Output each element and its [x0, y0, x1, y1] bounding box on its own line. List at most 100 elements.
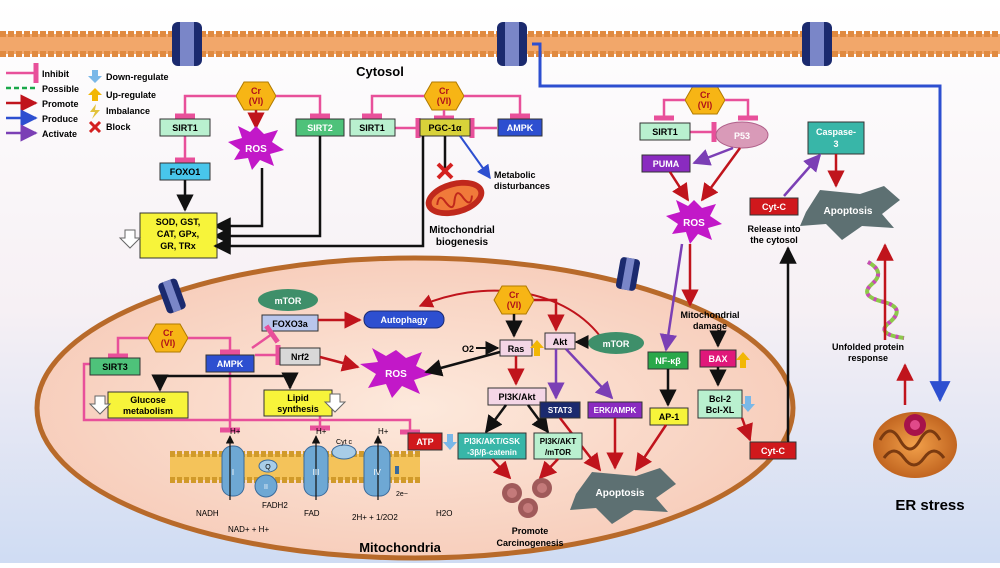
- atp-label: ATP: [416, 437, 433, 447]
- mitochondrion-icon: [425, 179, 485, 217]
- produce-arrow-er: [532, 42, 951, 403]
- complex-label: IV: [373, 468, 381, 477]
- activate-arrow: [692, 146, 734, 166]
- carcino-label: Carcinogenesis: [496, 538, 563, 548]
- release-label: Release into: [747, 224, 801, 234]
- glucose-metabolism-box: [107, 391, 189, 419]
- mito-biogenesis-label: Mitochondrial: [429, 225, 495, 236]
- erk-label: ERK/AMPK: [594, 406, 637, 415]
- black-arrows-left: [176, 136, 322, 245]
- promote-arrow: [634, 424, 668, 472]
- cr-hexagon-mid: Cr (VI): [423, 81, 465, 111]
- apoptosis-shape: [800, 186, 900, 240]
- nad-label: NAD+ + H+: [228, 525, 269, 534]
- pi3k-gsk-label: PI3K/AKT/GSK: [464, 437, 520, 446]
- foxo1-label: FOXO1: [170, 167, 201, 177]
- antioxidant-label: GR, TRx: [160, 241, 196, 251]
- sirt1-label: SIRT1: [652, 127, 678, 137]
- sirt1-box: [159, 118, 211, 137]
- electron-label: 2e−: [396, 491, 408, 498]
- up-arrow-legend-icon: [88, 88, 102, 101]
- nadh-label: NADH: [196, 509, 219, 518]
- glucose-label: Glucose: [130, 395, 166, 405]
- pi3k-gsk-box: [457, 432, 527, 460]
- autophagy-box: [363, 310, 445, 329]
- p53-label: P53: [734, 131, 750, 141]
- ros-burst: [666, 200, 722, 244]
- cytc-label: Cyt-C: [761, 446, 785, 456]
- ros-burst: [360, 348, 432, 398]
- o2-label: O2: [462, 344, 474, 354]
- akt-arrows: [484, 348, 614, 434]
- bax-label: BAX: [708, 354, 727, 364]
- nrf2-label: Nrf2: [291, 352, 309, 362]
- promote-arrow: [736, 417, 753, 442]
- cytosol-label: Cytosol: [356, 64, 404, 79]
- ros-label: ROS: [385, 369, 407, 380]
- ap1-label: AP-1: [659, 412, 680, 422]
- mtor-node: [258, 289, 318, 311]
- legend-label-promote: Promote: [42, 99, 79, 109]
- lipid-label: Lipid: [287, 393, 309, 403]
- p53-node: [715, 121, 769, 149]
- release-label: the cytosol: [750, 235, 798, 245]
- down-arrow-legend-icon: [88, 70, 102, 83]
- down-regulate-icon: [323, 393, 347, 413]
- ros-burst: [228, 126, 284, 170]
- mitochondria-label: Mitochondria: [359, 540, 441, 555]
- inhibit-arrows-mid: [362, 94, 530, 138]
- legend-label-up: Up-regulate: [106, 90, 156, 100]
- activate-arrow: [659, 243, 684, 352]
- block-legend-icon: [88, 120, 102, 134]
- mito-membrane-channels: [158, 257, 640, 314]
- pi3k-mtor-label: /mTOR: [545, 448, 571, 457]
- cytc-label: Cyt-C: [762, 202, 786, 212]
- cr-label: (VI): [507, 300, 522, 310]
- cr-label: Cr: [251, 86, 261, 96]
- mito-damage-label: damage: [693, 321, 727, 331]
- upr-label: Unfolded protein: [832, 342, 904, 352]
- legend-label-block: Block: [106, 122, 132, 132]
- ros-label: ROS: [683, 218, 705, 229]
- upr-label: response: [848, 353, 888, 363]
- autophagy-label: Autophagy: [381, 315, 428, 325]
- down-regulate-icon: [118, 229, 142, 249]
- ras-label: Ras: [508, 344, 525, 354]
- caspase3-label: 3: [833, 139, 838, 149]
- legend-label-produce: Produce: [42, 114, 78, 124]
- down-regulate-icon: [741, 396, 755, 412]
- cr-hexagon-mito-centre: Cr (VI): [493, 285, 535, 315]
- nfkb-label: NF-κβ: [655, 356, 681, 366]
- sirt3-box: [89, 357, 141, 376]
- bcl-label: Bcl-XL: [706, 405, 735, 415]
- puma-label: PUMA: [653, 159, 680, 169]
- pgc1a-label: PGC-1α: [428, 123, 462, 133]
- cr-label: Cr: [439, 86, 449, 96]
- sirt1-box: [639, 122, 691, 141]
- cell-membrane: [0, 22, 1000, 66]
- cr-label: Cr: [509, 290, 519, 300]
- er-stress-label: ER stress: [895, 497, 964, 514]
- cr-label: (VI): [249, 96, 264, 106]
- promote-arrows-carcino: [491, 458, 559, 480]
- ampk-box: [497, 118, 543, 137]
- promote-arrow: [319, 354, 360, 372]
- mito-biogenesis-label: biogenesis: [436, 237, 489, 248]
- black-arrows-mito: [151, 372, 299, 392]
- tumor-cells-icon: [502, 478, 552, 518]
- promote-arrow: [668, 171, 690, 202]
- ros-label: ROS: [245, 144, 267, 155]
- cytc-box: [749, 197, 799, 216]
- promote-arrow: [534, 298, 565, 332]
- caspase3-label: Caspase-: [816, 127, 856, 137]
- ampk-box: [205, 354, 255, 373]
- atp-box: [407, 432, 443, 451]
- bcl-label: Bcl-2: [709, 394, 731, 404]
- pi3k-gsk-label: -3β/β-catenin: [467, 448, 517, 457]
- complex-label: II: [264, 484, 268, 491]
- carcino-label: Promote: [512, 526, 549, 536]
- sirt1-label: SIRT1: [359, 123, 385, 133]
- sirt3-label: SIRT3: [102, 362, 128, 372]
- apoptosis-label: Apoptosis: [596, 488, 645, 499]
